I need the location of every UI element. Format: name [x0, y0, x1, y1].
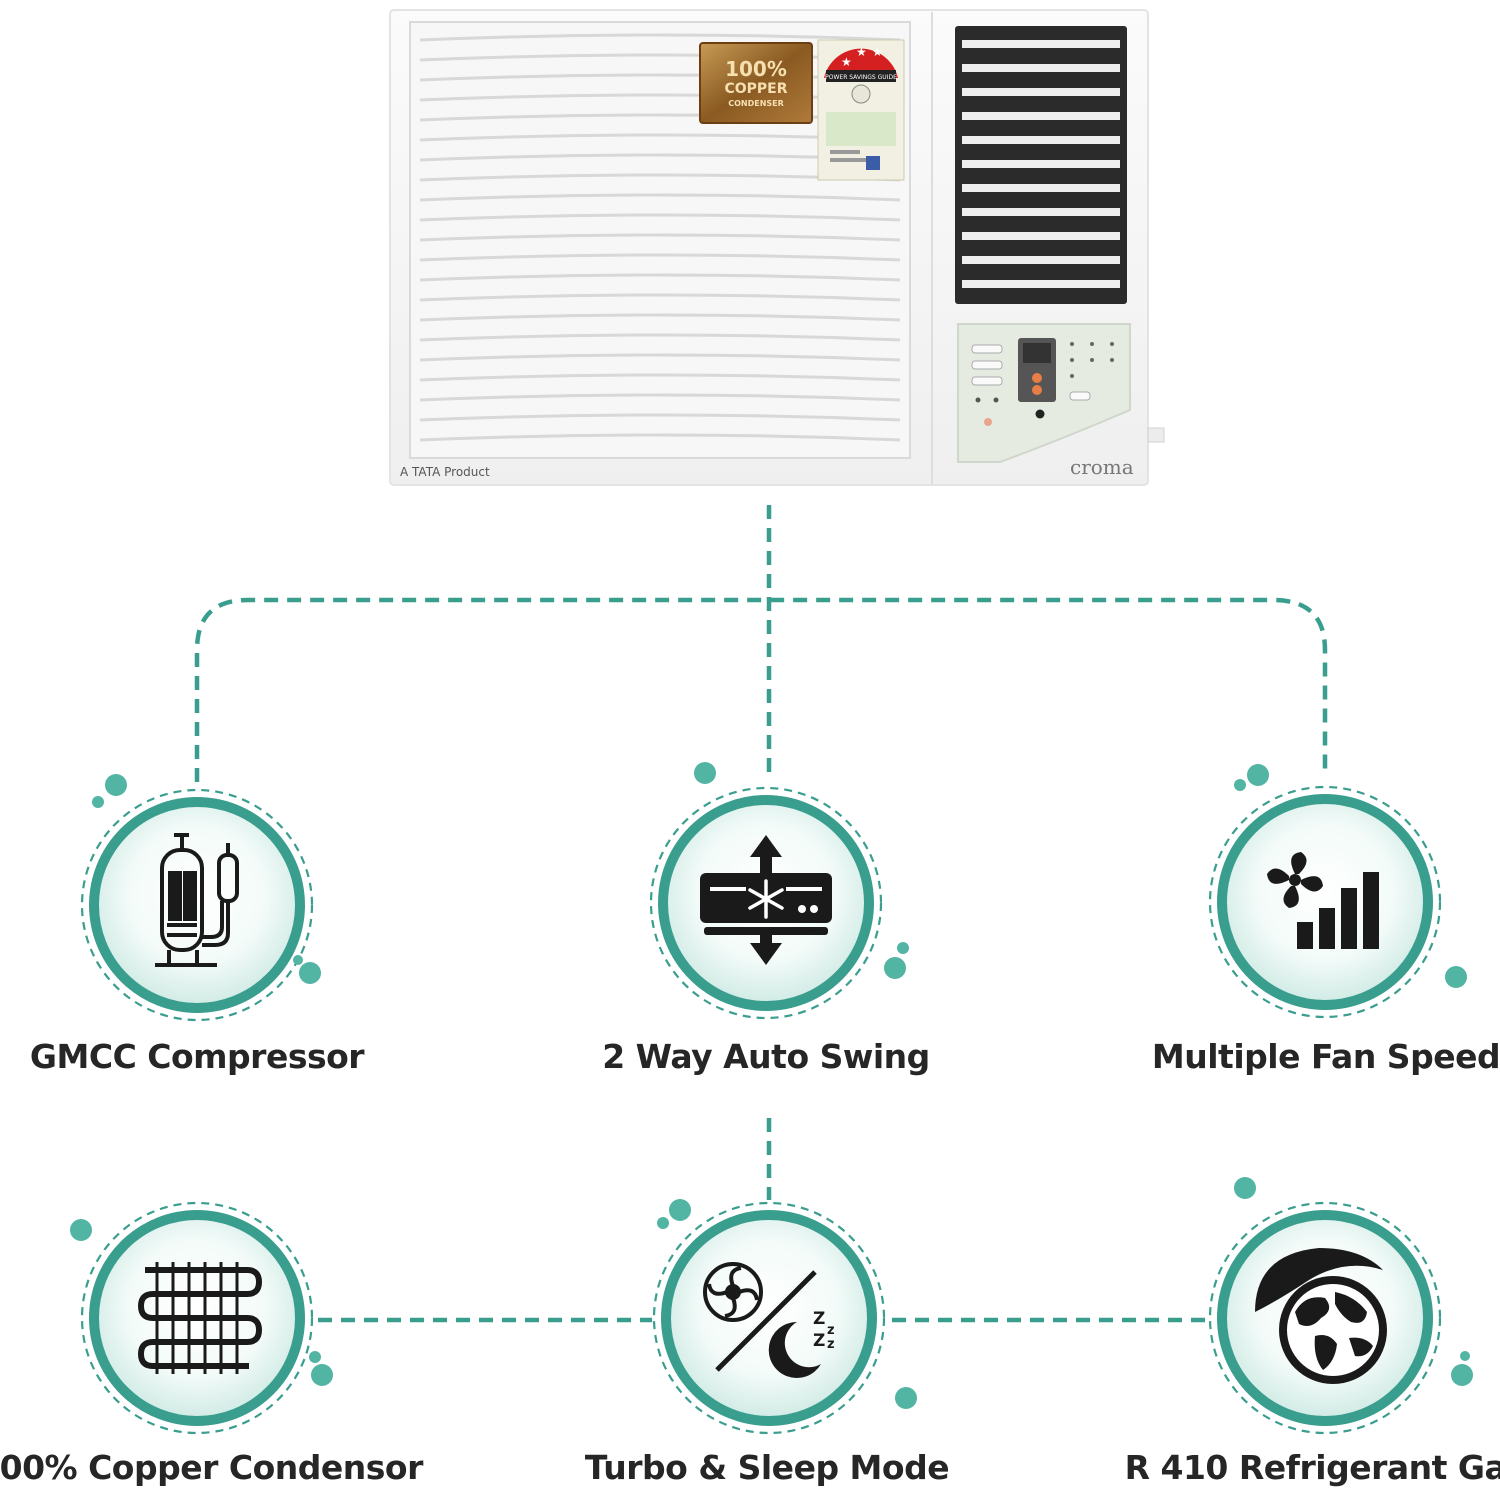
vent-slats	[962, 40, 1120, 288]
feature-label-fan: Multiple Fan Speed	[1151, 1037, 1500, 1076]
louver-line	[419, 393, 901, 402]
feature-label-gmcc: GMCC Compressor	[29, 1037, 365, 1076]
louver-line	[419, 213, 901, 222]
vent-slat	[962, 280, 1120, 288]
louver-line	[419, 33, 901, 42]
svg-text:CONDENSER: CONDENSER	[728, 99, 784, 108]
svg-text:★: ★	[856, 45, 867, 59]
vent-slat	[962, 64, 1120, 72]
svg-text:z: z	[827, 1337, 835, 1352]
louver-line	[419, 433, 901, 442]
louver-line	[419, 293, 901, 302]
svg-text:POWER SAVINGS GUIDE: POWER SAVINGS GUIDE	[825, 74, 897, 81]
louver-line	[419, 413, 901, 422]
vent-slat	[962, 40, 1120, 48]
svg-text:Z: Z	[813, 1331, 825, 1351]
copper-badge: 100% COPPER CONDENSER	[699, 42, 813, 124]
decorative-dots	[70, 762, 1473, 1409]
svg-text:z: z	[827, 1323, 835, 1338]
feature-label-gas: R 410 Refrigerant Gas	[1124, 1448, 1500, 1487]
turbo-sleep-icon: Z z Z z	[703, 1262, 835, 1378]
window-ac-unit: 100% COPPER CONDENSER ★ ★ ★ POWER SAVING…	[389, 9, 1165, 486]
connector-lines	[194, 505, 1328, 1323]
louver-line	[419, 373, 901, 382]
louver-line	[419, 253, 901, 262]
vent-slat	[962, 112, 1120, 120]
louver-line	[419, 333, 901, 342]
vent-slat	[962, 232, 1120, 240]
eco-gas-icon	[1255, 1248, 1387, 1384]
feature-circle-fan	[1208, 785, 1442, 1019]
compressor-icon	[155, 833, 239, 967]
louver-line	[419, 273, 901, 282]
vent-slat	[962, 160, 1120, 168]
brand-tag: A TATA Product	[400, 465, 490, 479]
feature-label-swing: 2 Way Auto Swing	[602, 1037, 930, 1076]
svg-text:Z: Z	[813, 1309, 825, 1329]
svg-text:★: ★	[841, 55, 852, 69]
fan-speed-icon	[1267, 852, 1379, 949]
energy-label: ★ ★ ★ POWER SAVINGS GUIDE	[817, 39, 905, 181]
copper-condenser-icon	[137, 1262, 263, 1374]
svg-text:COPPER: COPPER	[724, 81, 787, 97]
louver-line	[419, 353, 901, 362]
croma-logo: croma	[1070, 455, 1134, 479]
feature-label-turbo: Turbo & Sleep Mode	[584, 1448, 950, 1487]
svg-text:100%: 100%	[725, 57, 787, 81]
auto-swing-icon	[700, 835, 832, 965]
vent-slat	[962, 136, 1120, 144]
feature-label-copper: 100% Copper Condensor	[0, 1448, 423, 1487]
vent-slat	[962, 208, 1120, 216]
vent-slat	[962, 184, 1120, 192]
louver-line	[419, 313, 901, 322]
louver-line	[419, 233, 901, 242]
svg-text:★: ★	[872, 45, 883, 59]
vent-slat	[962, 88, 1120, 96]
panel-buttons	[971, 338, 1114, 426]
louver-line	[419, 193, 901, 202]
vent-slat	[962, 256, 1120, 264]
